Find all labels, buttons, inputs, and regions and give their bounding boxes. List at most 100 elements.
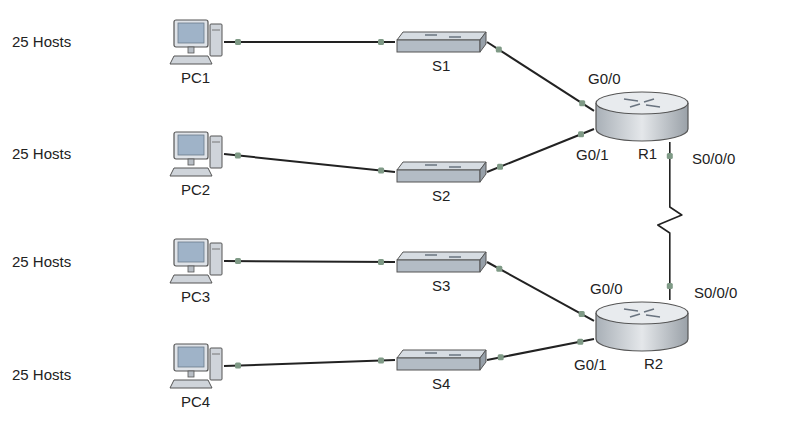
serial-link — [658, 142, 682, 300]
monitor-screen — [178, 242, 204, 262]
pc-tower — [210, 243, 222, 275]
monitor-frame — [174, 132, 208, 159]
keyboard — [170, 56, 212, 64]
switch-front — [397, 260, 480, 272]
pc-icon — [168, 18, 224, 66]
switch-arrows — [425, 35, 461, 37]
switch-top — [397, 252, 486, 260]
switch-arrows — [425, 165, 461, 167]
pc-node: PC4 — [168, 342, 224, 390]
switch-front — [397, 358, 480, 370]
port-dot — [235, 363, 241, 369]
device-name: S3 — [432, 277, 450, 295]
ethernet-link — [487, 42, 594, 111]
host-count: 25 Hosts — [10, 253, 73, 271]
monitor-stand — [188, 47, 194, 53]
switch-node: S1 — [395, 30, 487, 54]
device-name: S1 — [432, 57, 450, 75]
monitor-screen — [178, 23, 204, 43]
switch-icon — [395, 160, 487, 184]
switch-top — [397, 32, 486, 40]
pc-node: PC2 — [168, 130, 224, 178]
interface-name: G0/1 — [574, 146, 611, 164]
switch-top — [397, 162, 486, 170]
router-arrows — [624, 309, 660, 317]
ethernet-link — [224, 360, 395, 366]
monitor-stand — [188, 371, 194, 377]
pc-icon — [168, 342, 224, 390]
monitor-frame — [174, 344, 208, 371]
pc-tower — [210, 136, 222, 168]
switch-node: S2 — [395, 160, 487, 184]
switch-node: S3 — [395, 250, 487, 274]
port-dot — [235, 39, 241, 45]
keyboard — [170, 275, 212, 283]
switch-front — [397, 170, 480, 182]
tower-slot — [212, 354, 220, 355]
keyboard — [170, 380, 212, 388]
pc-icon — [168, 130, 224, 178]
router-top — [596, 92, 688, 114]
port-dot — [235, 258, 241, 264]
pc-node: PC1 — [168, 18, 224, 66]
monitor-screen — [178, 347, 204, 367]
port-dot — [579, 311, 585, 317]
monitor-frame — [174, 239, 208, 266]
ethernet-link — [487, 262, 594, 321]
pc-icon — [168, 237, 224, 285]
keyboard — [170, 168, 212, 176]
port-dot — [579, 100, 585, 106]
switch-front — [397, 40, 480, 52]
interface-name: S0/0/0 — [692, 284, 739, 302]
device-name: PC4 — [181, 393, 210, 411]
router-node: R1 — [594, 90, 690, 142]
switch-side — [480, 252, 486, 272]
device-name: S4 — [432, 375, 450, 393]
monitor-stand — [188, 266, 194, 272]
interface-name: G0/0 — [586, 70, 623, 88]
interface-name: G0/0 — [588, 280, 625, 298]
ethernet-link — [224, 41, 395, 43]
device-name: S2 — [432, 187, 450, 205]
interface-name: G0/1 — [572, 356, 609, 374]
monitor-screen — [178, 135, 204, 155]
switch-icon — [395, 30, 487, 54]
port-dot — [378, 259, 384, 265]
port-dot — [235, 153, 241, 159]
port-dot — [496, 266, 502, 272]
switch-node: S4 — [395, 348, 487, 372]
switch-arrows — [425, 255, 461, 257]
device-name: PC3 — [181, 288, 210, 306]
switch-top — [397, 350, 486, 358]
switch-icon — [395, 250, 487, 274]
port-dot — [496, 47, 502, 53]
port-dot — [378, 39, 384, 45]
port-dot — [577, 339, 583, 345]
port-dot — [378, 358, 384, 364]
tower-slot — [212, 30, 220, 31]
port-dot — [667, 153, 673, 159]
monitor-stand — [188, 159, 194, 165]
router-icon — [594, 300, 690, 352]
tower-slot — [212, 249, 220, 250]
ethernet-link — [224, 261, 395, 262]
interface-name: S0/0/0 — [690, 150, 737, 168]
switch-side — [480, 350, 486, 370]
ethernet-link — [224, 154, 395, 172]
tower-slot — [212, 142, 220, 143]
port-dot — [578, 131, 584, 137]
port-dot — [497, 164, 503, 170]
router-node: R2 — [594, 300, 690, 352]
port-dot — [378, 168, 384, 174]
pc-node: PC3 — [168, 237, 224, 285]
port-dot — [667, 283, 673, 289]
monitor-frame — [174, 20, 208, 47]
pc-tower — [210, 348, 222, 380]
device-name: R2 — [644, 355, 663, 373]
port-dot — [498, 354, 504, 360]
pc-tower — [210, 24, 222, 56]
switch-arrows — [425, 353, 461, 355]
